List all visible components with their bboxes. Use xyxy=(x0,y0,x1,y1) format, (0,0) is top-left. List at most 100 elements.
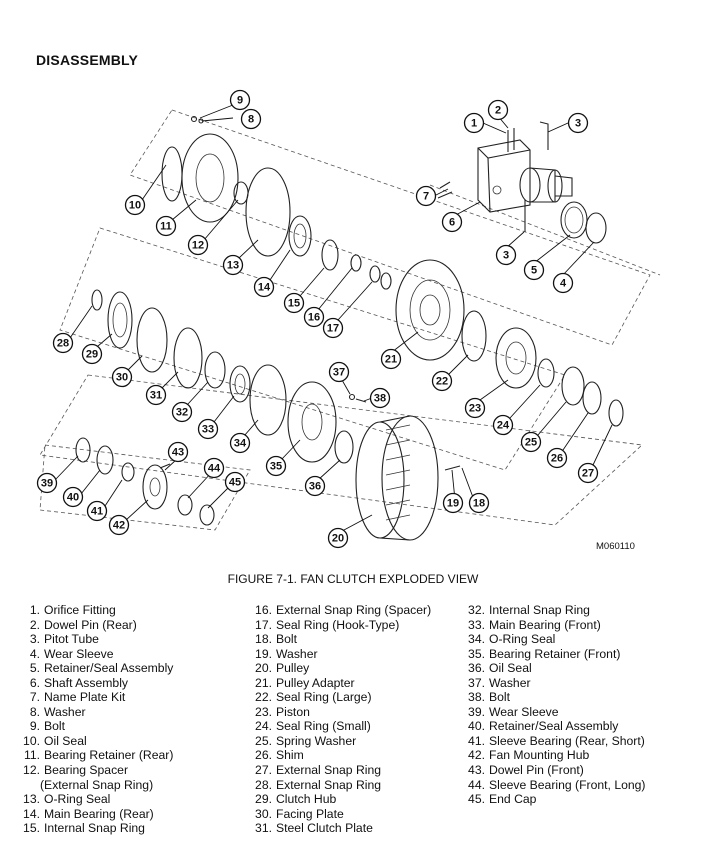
legend-item: 14.Main Bearing (Rear) xyxy=(14,807,173,822)
callout-circle xyxy=(167,441,189,463)
callout-number: 22 xyxy=(436,376,448,388)
legend-item-label: Pulley xyxy=(276,661,310,676)
callout-9: 9 xyxy=(229,89,251,111)
callout-number: 36 xyxy=(309,481,321,493)
legend-item-number: 1. xyxy=(29,603,40,617)
legend-item: 33.Main Bearing (Front) xyxy=(459,618,646,633)
callout-circle xyxy=(492,414,514,436)
legend-item-number: 22. xyxy=(255,690,272,705)
legend-item-label: Fan Mounting Hub xyxy=(489,748,590,763)
callout-number: 11 xyxy=(160,221,172,233)
callout-11: 11 xyxy=(155,215,177,237)
callout-number: 24 xyxy=(497,420,510,432)
figure-code: M060110 xyxy=(596,541,635,552)
callout-circle xyxy=(240,108,262,130)
callout-number: 39 xyxy=(41,478,53,490)
callout-27: 27 xyxy=(577,462,599,484)
legend-item: 5.Retainer/Seal Assembly xyxy=(14,661,174,676)
legend-item: 1. Orifice Fitting xyxy=(14,603,173,618)
callout-42: 42 xyxy=(108,514,130,536)
callout-22: 22 xyxy=(431,370,453,392)
assembly-outlines xyxy=(39,109,661,531)
legend-item-number: 20. xyxy=(255,661,272,676)
callout-circle xyxy=(187,234,209,256)
legend-item: 39.Wear Sleeve xyxy=(459,705,646,720)
callout-number: 29 xyxy=(86,349,98,361)
legend-item-label: O-Ring Seal xyxy=(489,632,556,647)
callout-number: 4 xyxy=(560,278,567,290)
legend-item-number: 42. xyxy=(468,748,485,763)
legend-item: 25.Spring Washer xyxy=(246,734,431,749)
legend-item-number: 26. xyxy=(255,748,272,763)
callout-circle xyxy=(203,457,225,479)
middle-row-parts xyxy=(91,259,624,427)
callout-circle xyxy=(567,112,589,134)
legend-item: 19.Washer xyxy=(246,647,431,662)
callout-number: 41 xyxy=(91,506,103,518)
callout-circle xyxy=(468,492,490,514)
legend-item: 12.Bearing Spacer xyxy=(14,763,173,778)
legend-item-number: 17. xyxy=(255,617,272,632)
callout-number: 44 xyxy=(208,463,221,475)
leader-lines xyxy=(54,102,613,531)
callout-circle xyxy=(171,401,193,423)
callout-number: 8 xyxy=(248,114,254,126)
legend-item-number: 39. xyxy=(468,704,485,719)
callout-3: 3 xyxy=(567,112,589,134)
callout-circle xyxy=(487,99,509,121)
legend-item-number: 36. xyxy=(468,661,485,676)
legend-item-number: 24. xyxy=(255,719,272,734)
callout-35: 35 xyxy=(265,455,287,477)
callout-28: 28 xyxy=(52,332,74,354)
legend-item: 31.Steel Clutch Plate xyxy=(246,821,431,836)
callout-number: 32 xyxy=(176,407,188,419)
callout-circle xyxy=(36,472,58,494)
callout-circle xyxy=(304,475,326,497)
callout-6: 6 xyxy=(441,211,463,233)
callout-33: 33 xyxy=(197,418,219,440)
legend-item-label: Dowel Pin (Front) xyxy=(489,763,584,778)
legend-item-label: Facing Plate xyxy=(276,806,344,821)
figure-caption: FIGURE 7-1. FAN CLUTCH EXPLODED VIEW xyxy=(227,572,479,586)
legend-item: 4.Wear Sleeve xyxy=(14,647,173,662)
callout-10: 10 xyxy=(124,194,146,216)
callout-circle xyxy=(145,384,167,406)
callout-2: 2 xyxy=(487,99,509,121)
legend-item-number: 6. xyxy=(29,675,40,690)
legend-item: (External Snap Ring) xyxy=(14,778,173,793)
legend-item: 2.Dowel Pin (Rear) xyxy=(14,618,173,633)
callout-number: 21 xyxy=(385,354,397,366)
legend-item: 30.Facing Plate xyxy=(246,807,431,822)
legend-item-number: 12. xyxy=(23,763,40,778)
legend-item: 17.Seal Ring (Hook-Type) xyxy=(246,618,431,633)
callout-circle xyxy=(441,211,463,233)
callout-7: 7 xyxy=(415,185,437,207)
legend-item-label: Sleeve Bearing (Front, Long) xyxy=(489,777,646,792)
callout-37: 37 xyxy=(328,361,350,383)
callout-3: 3 xyxy=(495,244,517,266)
page-heading: DISASSEMBLY xyxy=(36,52,139,68)
top-row-parts xyxy=(161,115,607,290)
callout-circle xyxy=(52,332,74,354)
legend-item-number: 7. xyxy=(29,690,40,705)
legend-item-label: External Snap Ring xyxy=(276,777,382,792)
callout-number: 38 xyxy=(374,393,386,405)
callout-circle xyxy=(464,397,486,419)
lower-row-parts xyxy=(249,364,461,541)
legend-item: 34.O-Ring Seal xyxy=(459,632,646,647)
legend-item-number: 35. xyxy=(468,646,485,661)
legend-item-label: Orifice Fitting xyxy=(44,603,116,617)
callout-circle xyxy=(369,387,391,409)
legend-item-label: Name Plate Kit xyxy=(44,690,126,705)
callout-circle xyxy=(86,500,108,522)
legend-item-label: Spring Washer xyxy=(276,733,357,748)
callout-number: 15 xyxy=(288,298,300,310)
callout-circle xyxy=(442,492,464,514)
legend-item-number: 16. xyxy=(255,603,272,617)
legend-item: 22.Seal Ring (Large) xyxy=(246,690,431,705)
callout-circle xyxy=(463,112,485,134)
legend-item-label: O-Ring Seal xyxy=(44,792,111,807)
legend-item-number: 9. xyxy=(29,719,40,734)
callout-circle xyxy=(265,455,287,477)
